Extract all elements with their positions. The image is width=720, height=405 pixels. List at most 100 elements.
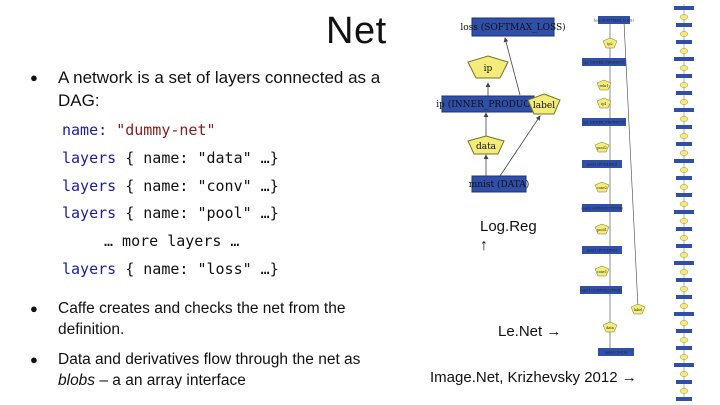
imagenet-layer-node — [674, 312, 694, 316]
node-label: conv1 — [597, 270, 607, 274]
edge — [623, 21, 639, 309]
code-line-more: … more layers … — [104, 232, 240, 251]
code-line-conv: layers { name: "conv" …} — [62, 176, 279, 195]
imagenet-layer-node — [676, 91, 692, 95]
node-label: label — [634, 308, 642, 312]
imagenet-layer-node — [676, 142, 692, 146]
imagenet-layer-node — [676, 227, 692, 231]
node-label: data — [476, 142, 497, 152]
blob-node — [594, 265, 610, 277]
logreg-caption: Log.Reg — [480, 218, 537, 235]
node-label: mnist (DATA) — [469, 179, 530, 190]
imagenet-layer-node — [674, 210, 694, 214]
blob-node — [594, 141, 610, 153]
up-arrow-icon: ↑ — [480, 237, 488, 254]
imagenet-blob-node — [679, 167, 689, 173]
imagenet-blob-node — [679, 82, 689, 88]
imagenet-blob-node — [679, 31, 689, 37]
blob-node — [602, 37, 618, 49]
imagenet-blob-node — [679, 286, 689, 292]
node-label: pool1 (POOLING) — [587, 249, 618, 253]
node-label: conv2 (CONVOLUTION) — [581, 207, 623, 211]
imagenet-layer-node — [676, 329, 692, 333]
blob-node — [467, 55, 509, 79]
imagenet-blob-node — [679, 235, 689, 241]
node-label: pool2 (POOLING) — [587, 163, 618, 167]
imagenet-caption: Image.Net, Krizhevsky 2012 → — [430, 369, 637, 386]
imagenet-blob-node — [679, 354, 689, 360]
blob-node — [596, 79, 612, 91]
imagenet-blob-node — [679, 133, 689, 139]
imagenet-layer-node — [676, 125, 692, 129]
code-line-pool: layers { name: "pool" …} — [62, 204, 279, 223]
node-label: mnist (DATA) — [605, 351, 628, 355]
imagenet-layer-node — [676, 40, 692, 44]
node-label: ip1 — [601, 102, 606, 106]
bullet-dot-icon: ● — [30, 301, 38, 316]
node-label: ip1 (INNER_PRODUCT) — [583, 121, 625, 125]
bullet-text: Caffe creates and checks the net from th… — [58, 300, 346, 338]
node-label: conv2 — [597, 186, 607, 190]
node-label: label — [533, 101, 555, 111]
blob-node — [602, 321, 618, 333]
imagenet-layer-node — [676, 397, 692, 401]
node-label: ip — [484, 64, 493, 74]
layer-node — [582, 160, 622, 168]
layer-node — [582, 246, 622, 254]
imagenet-layer-node — [674, 57, 694, 61]
bullet-blobs: ● Data and derivatives flow through the … — [30, 349, 388, 391]
imagenet-blob-node — [679, 371, 689, 377]
edge — [503, 37, 521, 96]
imagenet-layer-node — [674, 261, 694, 265]
imagenet-blob-node — [679, 48, 689, 54]
bullet-text: A network is a set of layers connected a… — [58, 68, 381, 110]
layer-node — [582, 204, 622, 212]
code-line-name: name: "dummy-net" — [62, 121, 216, 139]
blob-node — [594, 223, 610, 235]
bullet-dag: ● A network is a set of layers connected… — [30, 66, 388, 112]
lenet-diagram: loss (SOFTMAX_LOSS) ip2 ip2 (INNER_PRODU… — [580, 16, 646, 356]
imagenet-blob-node — [679, 14, 689, 20]
imagenet-blob-node — [679, 337, 689, 343]
imagenet-layer-node — [676, 380, 692, 384]
blob-node — [630, 303, 646, 315]
layer-node — [582, 118, 626, 126]
imagenet-layer-node — [674, 6, 694, 10]
imagenet-blob-node — [679, 99, 689, 105]
imagenet-layer-node — [676, 244, 692, 248]
slide-title: Net — [326, 10, 387, 52]
imagenet-blob-node — [679, 150, 689, 156]
bullet-caffe-creates: ● Caffe creates and checks the net from … — [30, 298, 388, 340]
imagenet-layer-node — [674, 159, 694, 163]
layer-node — [471, 17, 555, 37]
imagenet-blob-node — [679, 201, 689, 207]
node-label: relu1 — [599, 84, 608, 88]
code-line-loss: layers { name: "loss" …} — [62, 259, 279, 278]
imagenet-layer-node — [674, 108, 694, 112]
imagenet-layer-node — [676, 295, 692, 299]
imagenet-layer-node — [676, 278, 692, 282]
imagenet-layer-node — [676, 346, 692, 350]
imagenet-layer-node — [676, 23, 692, 27]
layer-node — [598, 348, 634, 356]
node-label: ip (INNER_PRODUCT) — [436, 99, 540, 110]
node-label: pool2 — [597, 146, 607, 150]
node-label: ip2 (INNER_PRODUCT) — [583, 61, 625, 65]
imagenet-blob-node — [679, 303, 689, 309]
node-label: conv1 (CONVOLUTION) — [580, 289, 622, 293]
imagenet-blob-node — [679, 65, 689, 71]
imagenet-layer-node — [676, 176, 692, 180]
node-label: ip2 — [607, 42, 612, 46]
bullet-dot-icon: ● — [30, 352, 38, 367]
node-label: data — [606, 326, 614, 330]
lenet-caption: Le.Net → — [498, 323, 562, 340]
blob-node — [594, 181, 610, 193]
bullet-text: Data and derivatives flow through the ne… — [58, 351, 361, 389]
imagenet-blob-node — [679, 116, 689, 122]
layer-node — [598, 16, 630, 24]
node-label: loss (SOFTMAX_LOSS) — [460, 22, 565, 33]
node-label: loss (SOFTMAX_LOSS) — [594, 19, 634, 23]
imagenet-blob-node — [679, 184, 689, 190]
logreg-diagram: loss (SOFTMAX_LOSS) ip ip (INNER_PRODUCT… — [436, 17, 566, 193]
